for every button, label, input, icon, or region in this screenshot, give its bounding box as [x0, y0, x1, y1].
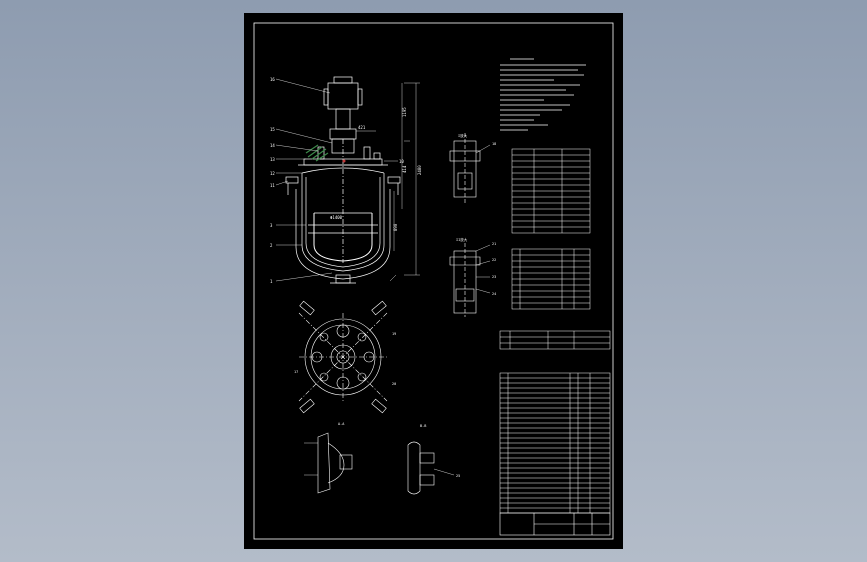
detail-a — [449, 133, 491, 203]
leader-24: 24 — [492, 292, 496, 296]
main-vessel-view — [285, 76, 401, 284]
leader-18: 18 — [492, 142, 496, 146]
leader-23: 23 — [492, 275, 496, 279]
detail-c-title: A-A — [338, 422, 345, 426]
dim-upper: 1195 — [402, 107, 407, 117]
detail-d — [407, 441, 455, 495]
inner-frame — [253, 22, 614, 540]
leader-25: 25 — [456, 474, 460, 478]
dim-top-mid: 421 — [358, 125, 366, 130]
leader-20: 20 — [392, 382, 396, 386]
leader-3: 3 — [270, 223, 273, 228]
leader-21: 21 — [492, 242, 496, 246]
technical-notes — [500, 58, 586, 131]
detail-b-title: II放大 — [456, 237, 468, 242]
motor — [327, 82, 359, 110]
leader-10: 10 — [399, 159, 404, 164]
engineering-drawing: 16 15 14 13 12 11 3 2 1 10 2480 1195 414… — [253, 22, 614, 540]
leader-19: 19 — [392, 332, 396, 336]
plan-labels: 17 19 20 — [294, 332, 396, 386]
green-hatch — [305, 144, 329, 162]
dim-mid: 414 — [402, 165, 407, 173]
detail-a-title: I放大 — [458, 133, 468, 138]
parts-list-table — [499, 372, 611, 514]
nozzle-table — [511, 248, 591, 310]
dim-diameter: Φ1400 — [330, 215, 343, 220]
design-data-table — [511, 148, 591, 234]
leader-22: 22 — [492, 258, 496, 262]
dim-overall: 2480 — [417, 165, 422, 175]
detail-b — [449, 243, 491, 317]
title-block — [499, 512, 611, 536]
detail-c — [304, 432, 353, 494]
leader-16: 16 — [270, 77, 275, 82]
leader-1: 1 — [270, 279, 273, 284]
leader-17: 17 — [294, 370, 298, 374]
leader-12: 12 — [270, 171, 275, 176]
leader-11: 11 — [270, 183, 275, 188]
red-mark — [342, 159, 346, 163]
leader-13: 13 — [270, 157, 275, 162]
leader-15: 15 — [270, 127, 275, 132]
leader-14: 14 — [270, 143, 275, 148]
detail-b-labels: 21 22 23 24 — [492, 242, 496, 296]
dim-lower: 890 — [393, 223, 398, 231]
vessel-jacket — [295, 189, 391, 280]
leader-2: 2 — [270, 243, 273, 248]
standards-table — [499, 330, 611, 350]
drawing-sheet: 16 15 14 13 12 11 3 2 1 10 2480 1195 414… — [244, 13, 623, 549]
vessel-shell — [301, 173, 385, 272]
plan-view — [298, 300, 388, 414]
detail-d-title: B-B — [420, 424, 426, 428]
main-leaders — [275, 78, 420, 282]
main-labels: 16 15 14 13 12 11 3 2 1 10 2480 1195 414… — [270, 77, 422, 284]
